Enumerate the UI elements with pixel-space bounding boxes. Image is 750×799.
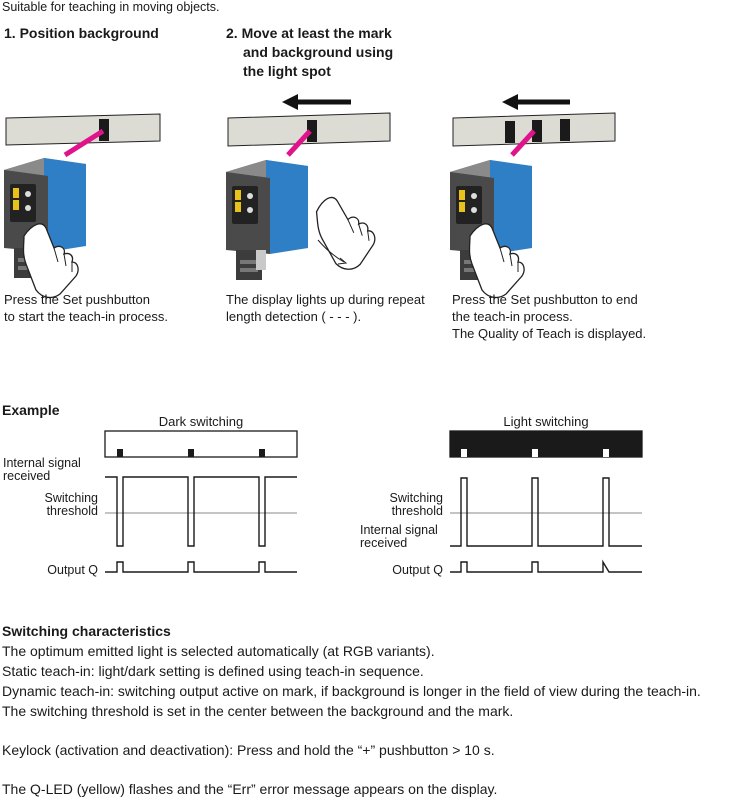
switching-characteristics-heading: Switching characteristics [2,623,171,639]
label-line: received [360,536,408,550]
dark-output-label: Output Q [47,563,98,577]
keylock-text: Keylock (activation and deactivation): P… [2,742,495,758]
light-output-q [450,559,642,573]
caption-line: length detection ( - - - ). [226,309,362,324]
switching-characteristics: Switching characteristics The optimum em… [2,621,748,799]
error-text: The Q-LED (yellow) flashes and the “Err”… [2,781,498,797]
step-2-title-line: and background using [243,44,394,60]
dark-switching-band [104,430,298,458]
step-2-caption: The display lights up during repeat leng… [226,291,425,325]
dark-threshold-label: Switching threshold [20,491,99,518]
characteristics-line: Dynamic teach-in: switching output activ… [2,683,701,699]
mark [307,120,317,142]
label-line: received [3,469,51,483]
caption-line: The Quality of Teach is displayed. [452,326,647,341]
label-line: Switching [389,491,444,505]
light-beam [63,128,105,158]
mark [505,121,515,143]
characteristics-line: The optimum emitted light is selected au… [2,643,435,659]
light-threshold-label: Switching threshold [360,491,444,518]
dark-internal-signal [105,476,297,547]
step-1-caption: Press the Set pushbutton to start the te… [4,291,168,325]
label-line: Internal signal [360,523,438,537]
mark [99,119,109,141]
light-beam [286,129,312,157]
light-switching-title: Light switching [503,414,589,429]
light-output-label: Output Q [392,563,443,577]
characteristics-line: The switching threshold is set in the ce… [2,703,514,719]
caption-line: to start the teach-in process. [4,309,169,324]
mark [532,120,542,142]
step-2-title: 2. Move at least the mark and background… [226,24,393,81]
step-1-title: 1. Position background [4,25,159,41]
step-2-title-line: 2. Move at least the mark [226,25,392,41]
caption-line: Press the Set pushbutton to end [452,292,638,307]
step-3-caption: Press the Set pushbutton to end the teac… [452,291,646,342]
intro-text: Suitable for teaching in moving objects. [2,0,220,14]
light-beam [510,129,536,157]
dark-output-q [105,561,297,573]
dark-internal-signal-label: Internal signal received [3,457,81,483]
mark [560,119,570,141]
label-line: Switching [44,491,99,505]
light-internal-signal-label: Internal signal received [360,524,438,550]
caption-line: the teach-in process. [452,309,573,324]
example-heading: Example [2,402,60,418]
label-line: Internal signal [3,456,81,470]
hand-swipe-icon [313,191,380,274]
step-2-title-line: the light spot [243,63,331,79]
label-line: threshold [46,504,98,518]
light-internal-signal [450,477,642,547]
dark-switching-title: Dark switching [158,414,244,429]
label-line: threshold [391,504,443,518]
sensor-device [226,160,308,280]
characteristics-line: Static teach-in: light/dark setting is d… [2,663,424,679]
caption-line: Press the Set pushbutton [4,292,150,307]
caption-line: The display lights up during repeat [226,292,425,307]
light-switching-band [449,430,643,458]
